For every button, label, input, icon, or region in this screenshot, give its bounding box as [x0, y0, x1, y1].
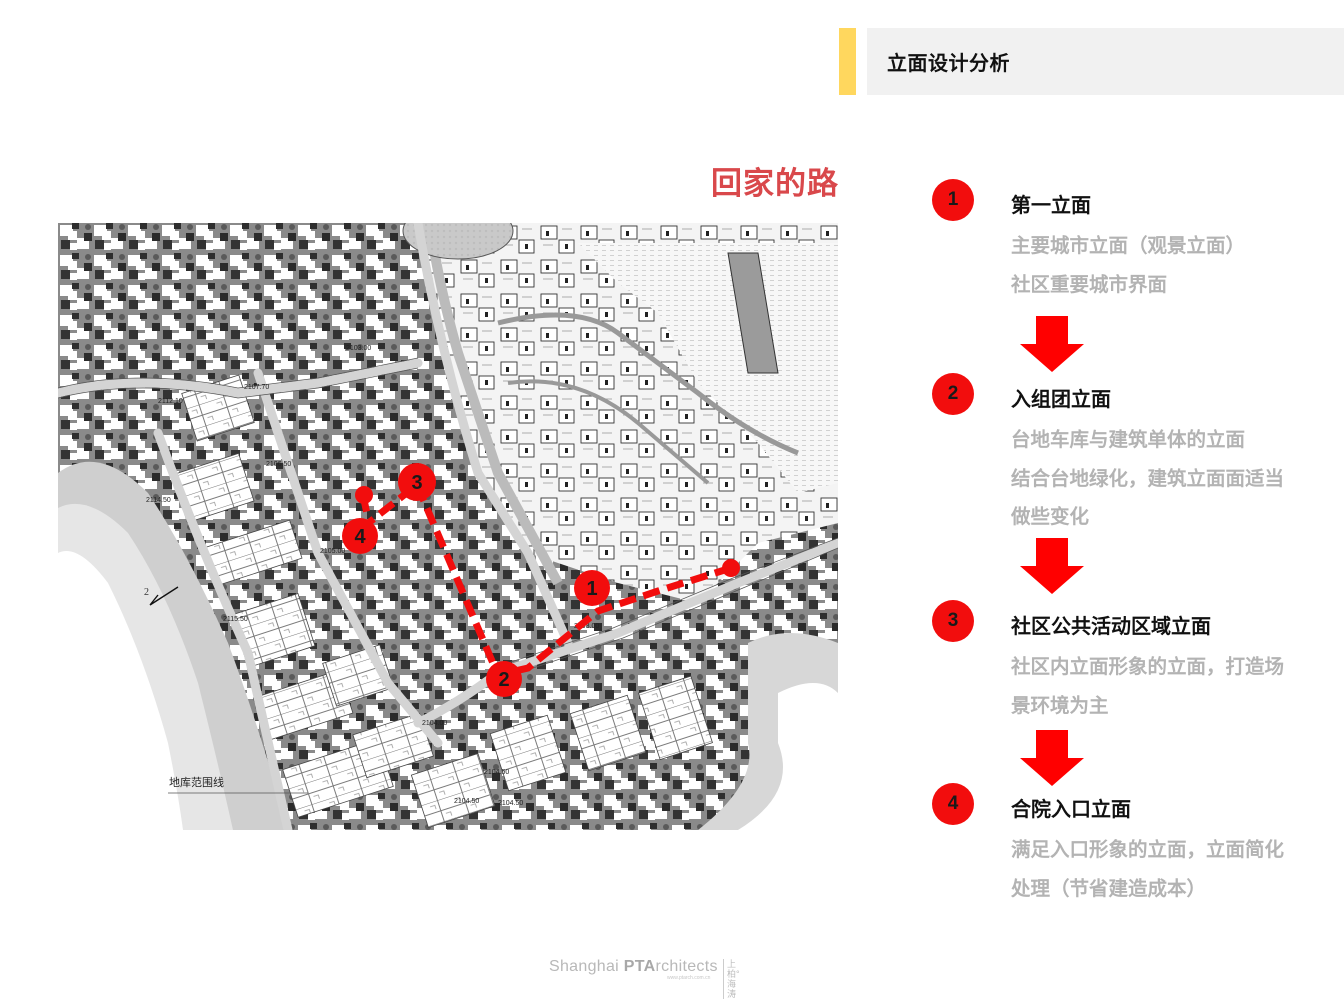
step-description: 满足入口形象的立面，立面简化 处理（节省建造成本） [1011, 838, 1285, 900]
step-title: 合院入口立面 [1011, 797, 1131, 821]
svg-text:2: 2 [144, 587, 149, 598]
elevation-label: 2115.50 [223, 616, 248, 623]
svg-text:4: 4 [354, 526, 366, 548]
section-mark: 2 [144, 586, 179, 606]
route-end-dot [722, 559, 740, 577]
elevation-label: 2104.50 [498, 800, 523, 807]
elevation-label: 2104.50 [454, 798, 479, 805]
elevation-label: 2114.50 [146, 497, 171, 504]
header-accent-bar [839, 28, 856, 95]
step-description: 台地车库与建筑单体的立面 结合台地绿化，建筑立面面适当 做些变化 [1011, 428, 1285, 528]
step-description: 主要城市立面（观景立面） 社区重要城市界面 [1011, 234, 1246, 296]
map-marker-3[interactable]: 3 [398, 463, 436, 501]
map-title: 回家的路 [711, 166, 839, 202]
svg-text:1: 1 [586, 578, 597, 600]
elevation-label: 2104.50 [484, 769, 509, 776]
elevation-label: 2103.00 [346, 345, 371, 352]
step-description: 社区内立面形象的立面，打造场 景环境为主 [1011, 655, 1285, 717]
down-arrow-icon [1020, 316, 1084, 372]
page-title: 立面设计分析 [887, 51, 1010, 75]
elevation-label: 2112.10 [158, 398, 183, 405]
map-marker-4[interactable]: 4 [342, 518, 378, 554]
footer-logo: Shanghai PTArchitects www.ptarch.com.cn … [549, 958, 740, 999]
step-number-badge: 3 [932, 600, 974, 642]
svg-text:3: 3 [411, 472, 422, 494]
map-marker-2[interactable]: 2 [486, 661, 522, 697]
footer-cn-logo: 上柏°海涛 [723, 959, 740, 999]
elevation-label: 2105.00 [320, 548, 345, 555]
site-plan-drawing: 2107.70 2112.10 2103.00 2106.50 2114.50 … [58, 223, 838, 830]
map-marker-1[interactable]: 1 [574, 570, 610, 606]
route-start-dot [355, 486, 373, 504]
basement-boundary-legend: 地库范围线 [168, 775, 308, 794]
down-arrow-icon [1020, 538, 1084, 594]
elevation-label: 2106.50 [266, 461, 291, 468]
header-bar: 立面设计分析 [867, 28, 1344, 95]
footer-url: www.ptarch.com.cn [667, 975, 711, 981]
step-number-badge: 4 [932, 783, 974, 825]
site-plan-map: 2107.70 2112.10 2103.00 2106.50 2114.50 … [58, 223, 838, 830]
step-number-badge: 2 [932, 373, 974, 415]
step-title: 第一立面 [1011, 193, 1091, 217]
elevation-label: 2104.00 [422, 720, 447, 727]
svg-text:2: 2 [498, 669, 509, 691]
svg-text:地库范围线: 地库范围线 [169, 775, 224, 789]
footer-brand: Shanghai PTArchitects [549, 958, 718, 975]
down-arrow-icon [1020, 730, 1084, 786]
elevation-label: 2098.00 [574, 623, 599, 630]
step-title: 入组团立面 [1011, 387, 1111, 411]
step-number-badge: 1 [932, 179, 974, 221]
elevation-label: 2107.70 [244, 384, 269, 391]
step-title: 社区公共活动区域立面 [1011, 614, 1211, 638]
